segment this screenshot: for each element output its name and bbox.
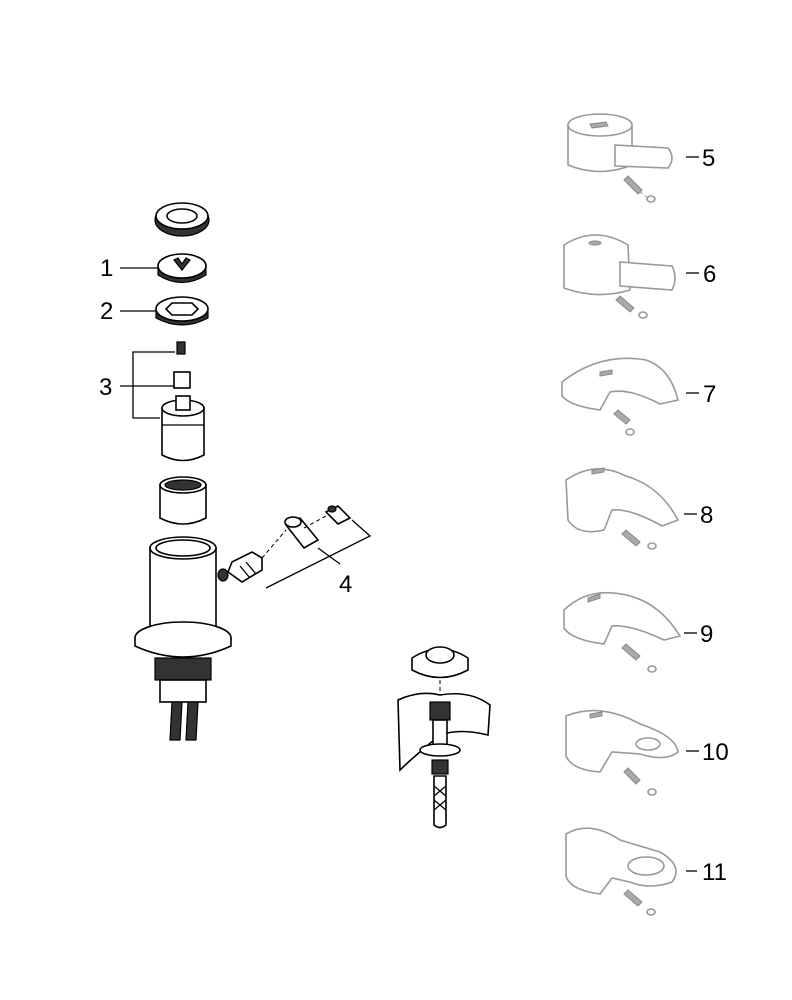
handle-10	[565, 709, 699, 796]
callout-4: 4	[339, 571, 352, 598]
handle-8	[565, 467, 697, 550]
sleeve	[159, 476, 207, 525]
part-2-nut	[155, 296, 209, 326]
callout-5: 5	[702, 145, 715, 172]
part-4-diverter	[217, 505, 372, 589]
callout-3: 3	[99, 374, 112, 401]
callout-9: 9	[700, 621, 713, 648]
mounting-assembly	[397, 646, 491, 829]
handle-11	[565, 827, 697, 916]
top-ring	[154, 202, 210, 237]
handle-7	[561, 357, 699, 436]
handle-6	[563, 234, 699, 319]
callout-11: 11	[702, 859, 727, 886]
body-tube	[134, 536, 232, 741]
handle-9	[563, 591, 697, 673]
part-1-cap	[157, 253, 207, 284]
callout-7: 7	[703, 381, 716, 408]
handle-5	[567, 113, 699, 203]
callout-10: 10	[702, 739, 729, 766]
callout-2: 2	[100, 298, 113, 325]
callout-1: 1	[100, 255, 113, 282]
part-3-cartridge	[161, 341, 205, 462]
callout-6: 6	[703, 261, 716, 288]
callout-8: 8	[700, 502, 713, 529]
